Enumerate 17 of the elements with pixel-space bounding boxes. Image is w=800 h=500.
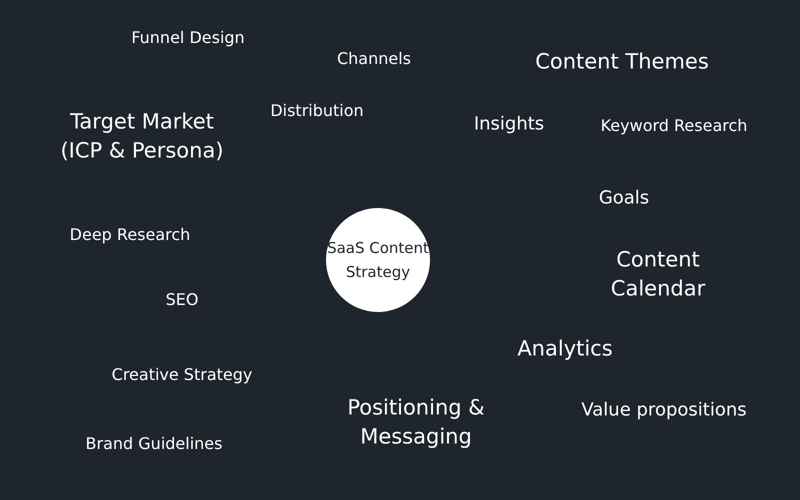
topic-label: Analytics: [516, 335, 614, 362]
topic-label: Keyword Research: [600, 114, 748, 137]
topic-label: Content Themes: [534, 48, 710, 76]
topic-label: SEO: [164, 288, 200, 311]
topic-label: Brand Guidelines: [84, 432, 224, 455]
topic-label: Creative Strategy: [110, 364, 254, 386]
topic-label: Channels: [336, 48, 412, 70]
topic-label: Funnel Design: [130, 26, 246, 49]
topic-label: Deep Research: [68, 224, 192, 246]
topic-label: Target Market (ICP & Persona): [59, 108, 225, 165]
node-title: SaaS Content Strategy: [326, 238, 430, 283]
topic-label: Content Calendar: [610, 246, 706, 303]
topic-label: Positioning & Messaging: [346, 394, 486, 451]
topic-label: Value propositions: [580, 398, 748, 422]
topic-label: Insights: [472, 112, 546, 136]
topic-label: Distribution: [269, 100, 365, 122]
topic-label: Goals: [598, 186, 650, 210]
